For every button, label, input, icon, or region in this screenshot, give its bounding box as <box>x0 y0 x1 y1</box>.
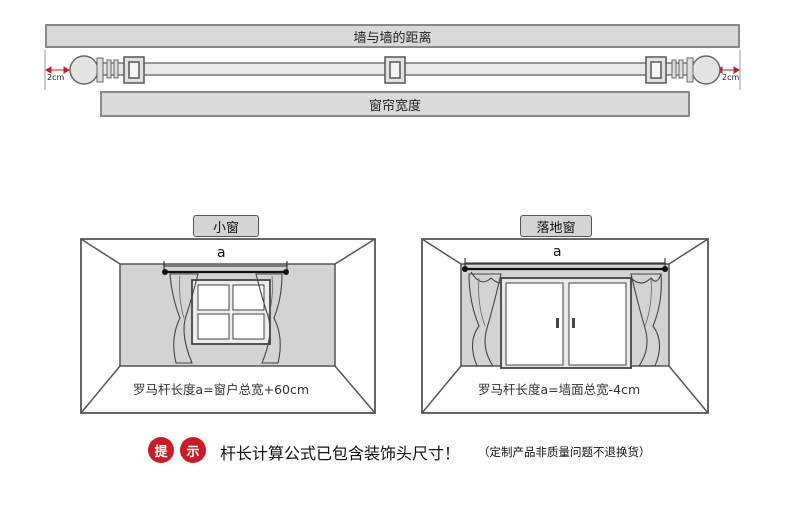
right-gap-label: 2cm <box>722 73 740 82</box>
floor-window-rod-label: a <box>553 244 562 260</box>
floor-window-title: 落地窗 <box>536 220 576 236</box>
small-window-title: 小窗 <box>212 220 239 236</box>
small-window-room <box>80 238 376 414</box>
floor-right-curtain <box>630 273 662 367</box>
right-rings <box>671 59 684 79</box>
curtain-width-bar: 窗帘宽度 <box>100 91 690 117</box>
notice-badge-2: 示 <box>180 437 206 463</box>
floor-window-room <box>421 238 709 414</box>
notice-main-text: 杆长计算公式已包含装饰头尺寸！ <box>220 444 461 463</box>
small-left-curtain <box>169 273 199 364</box>
curtain-width-label: 窗帘宽度 <box>368 98 421 114</box>
left-bracket <box>123 56 145 84</box>
left-gap-label: 2cm <box>47 73 65 82</box>
small-window-formula: 罗马杆长度a=窗户总宽+60cm <box>133 382 310 397</box>
small-right-curtain <box>255 273 283 364</box>
wall-distance-label: 墙与墙的距离 <box>353 30 432 46</box>
notice-sub-text: （定制产品非质量问题不退换货） <box>478 445 651 459</box>
rod-illustration <box>44 50 741 90</box>
notice-badge-1: 提 <box>148 437 174 463</box>
left-gap-arrow <box>45 66 70 74</box>
floor-left-curtain <box>468 273 502 367</box>
floor-window-formula: 罗马杆长度a=墙面总宽-4cm <box>478 382 641 397</box>
floor-window-tag: 落地窗 <box>520 215 592 237</box>
left-rings <box>106 59 119 79</box>
center-bracket <box>384 56 406 84</box>
left-finial-ball <box>69 55 99 85</box>
wall-distance-bar: 墙与墙的距离 <box>45 24 740 48</box>
right-bracket <box>645 56 667 84</box>
right-finial-ball <box>691 55 721 85</box>
left-finial-collar <box>96 57 104 83</box>
small-window-rod-label: a <box>217 245 226 261</box>
right-finial-collar <box>686 57 694 83</box>
small-window-tag: 小窗 <box>193 215 259 237</box>
